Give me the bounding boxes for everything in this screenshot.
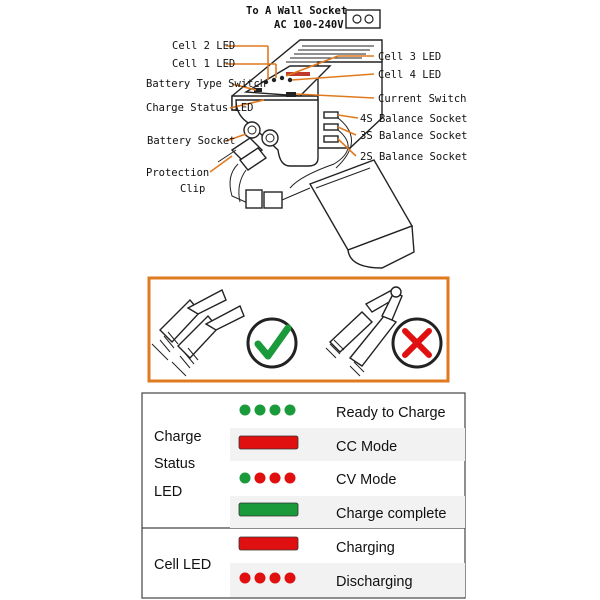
indicator-charge-complete — [238, 502, 299, 517]
panel-red-label — [286, 72, 310, 76]
legend-row-label: CC Mode — [336, 439, 397, 455]
indicator-ready-to-charge — [239, 404, 296, 416]
led-cell3-icon — [279, 75, 285, 81]
legend-group-led: LED — [154, 484, 182, 500]
indicator-discharging — [239, 572, 296, 584]
legend-row-label: Charging — [336, 540, 395, 556]
legend-group-charge: Charge — [154, 429, 202, 445]
callout-cell1-led: Cell 1 LED — [172, 58, 235, 70]
balance-ports — [323, 111, 339, 143]
led-legend-table: Charge Status LED Cell LED Ready to Char… — [141, 392, 466, 599]
indicator-cv-mode — [239, 472, 296, 484]
callout-charge-status-led: Charge Status LED — [146, 102, 253, 114]
callout-2s-balance: 2S Balance Socket — [360, 151, 467, 163]
protection-clip-icon — [217, 137, 268, 205]
indicator-charging — [238, 536, 299, 551]
callout-4s-balance: 4S Balance Socket — [360, 113, 467, 125]
battery-type-switch-icon — [254, 88, 262, 92]
legend-row-label: Discharging — [336, 574, 413, 590]
callout-ac-voltage: AC 100-240V — [274, 19, 344, 31]
leader-lines — [209, 45, 375, 173]
legend-group-cell-led: Cell LED — [154, 557, 211, 573]
callout-battery-socket: Battery Socket — [147, 135, 236, 147]
led-cell1-icon — [271, 77, 277, 83]
battery-socket-icon — [243, 121, 261, 139]
legend-row-label: Ready to Charge — [336, 405, 446, 421]
check-icon — [246, 317, 298, 369]
legend-row-band — [230, 563, 465, 597]
balance-plug-icon — [245, 189, 263, 209]
parallel-plugs-icon — [151, 289, 245, 377]
callout-battery-type-switch: Battery Type Switch — [146, 78, 266, 90]
connection-guide — [147, 276, 450, 383]
led-cell4-icon — [287, 77, 293, 83]
current-switch-icon — [286, 92, 296, 97]
charger-vents — [286, 45, 374, 63]
wall-socket-icon — [345, 9, 381, 29]
battery-pack-icon — [308, 159, 415, 269]
legend-row-label: Charge complete — [336, 506, 446, 522]
indicator-cc-mode — [238, 435, 299, 450]
callout-wall-socket: To A Wall Socket — [246, 5, 347, 17]
callout-3s-balance: 3S Balance Socket — [360, 130, 467, 142]
callout-cell4-led: Cell 4 LED — [378, 69, 441, 81]
callout-protection: Protection — [146, 167, 209, 179]
charger-illustration — [217, 9, 415, 269]
cross-icon — [391, 317, 443, 369]
legend-row-label: CV Mode — [336, 472, 396, 488]
led-cell2-icon — [263, 79, 269, 85]
callout-cell3-led: Cell 3 LED — [378, 51, 441, 63]
callout-cell2-led: Cell 2 LED — [172, 40, 235, 52]
legend-group-status: Status — [154, 456, 195, 472]
callout-current-switch: Current Switch — [378, 93, 467, 105]
callout-clip: Clip — [180, 183, 205, 195]
crossed-plugs-icon — [325, 286, 403, 377]
